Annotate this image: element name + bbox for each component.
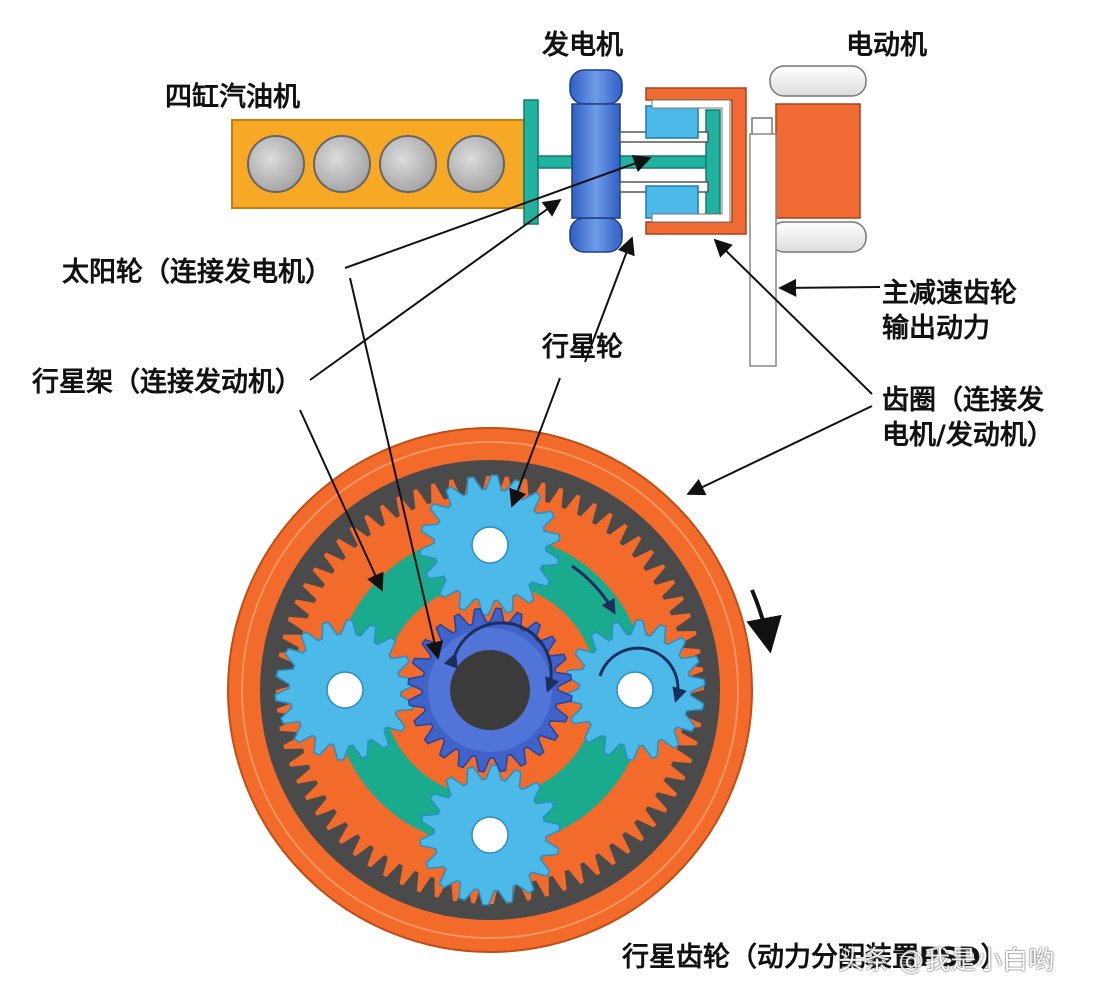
sun-gear-label: 太阳轮（连接发电机） xyxy=(62,257,332,288)
ring-gear-label: 齿圈（连接发 电机/发动机） xyxy=(882,385,1054,452)
planet-gear-label: 行星轮 xyxy=(542,332,623,363)
planet-carrier-label: 行星架（连接发动机） xyxy=(32,367,302,398)
clockwise-arrow-icon xyxy=(746,589,782,654)
reduction-gear xyxy=(749,133,777,367)
planet-gear-bottom xyxy=(419,764,561,906)
reduction-gear-label: 主减速齿轮 输出动力 xyxy=(882,278,1017,345)
motor-label: 电动机 xyxy=(846,30,927,61)
leader-lines xyxy=(299,155,881,660)
engine-label: 四缸汽油机 xyxy=(165,82,300,113)
caption: 行星齿轮（动力分配装置PSD） xyxy=(622,942,1008,973)
planet-gear-left xyxy=(274,619,416,761)
engine-block xyxy=(231,119,525,209)
generator-assembly xyxy=(569,69,709,253)
planet-gear-right xyxy=(564,619,706,761)
rotation-arrows xyxy=(443,564,687,703)
planet-gears xyxy=(274,474,706,906)
watermark: 头条 @我是小白哟 xyxy=(838,946,1055,976)
ring-gear-housing xyxy=(645,87,747,235)
generator-label: 发电机 xyxy=(542,30,623,61)
